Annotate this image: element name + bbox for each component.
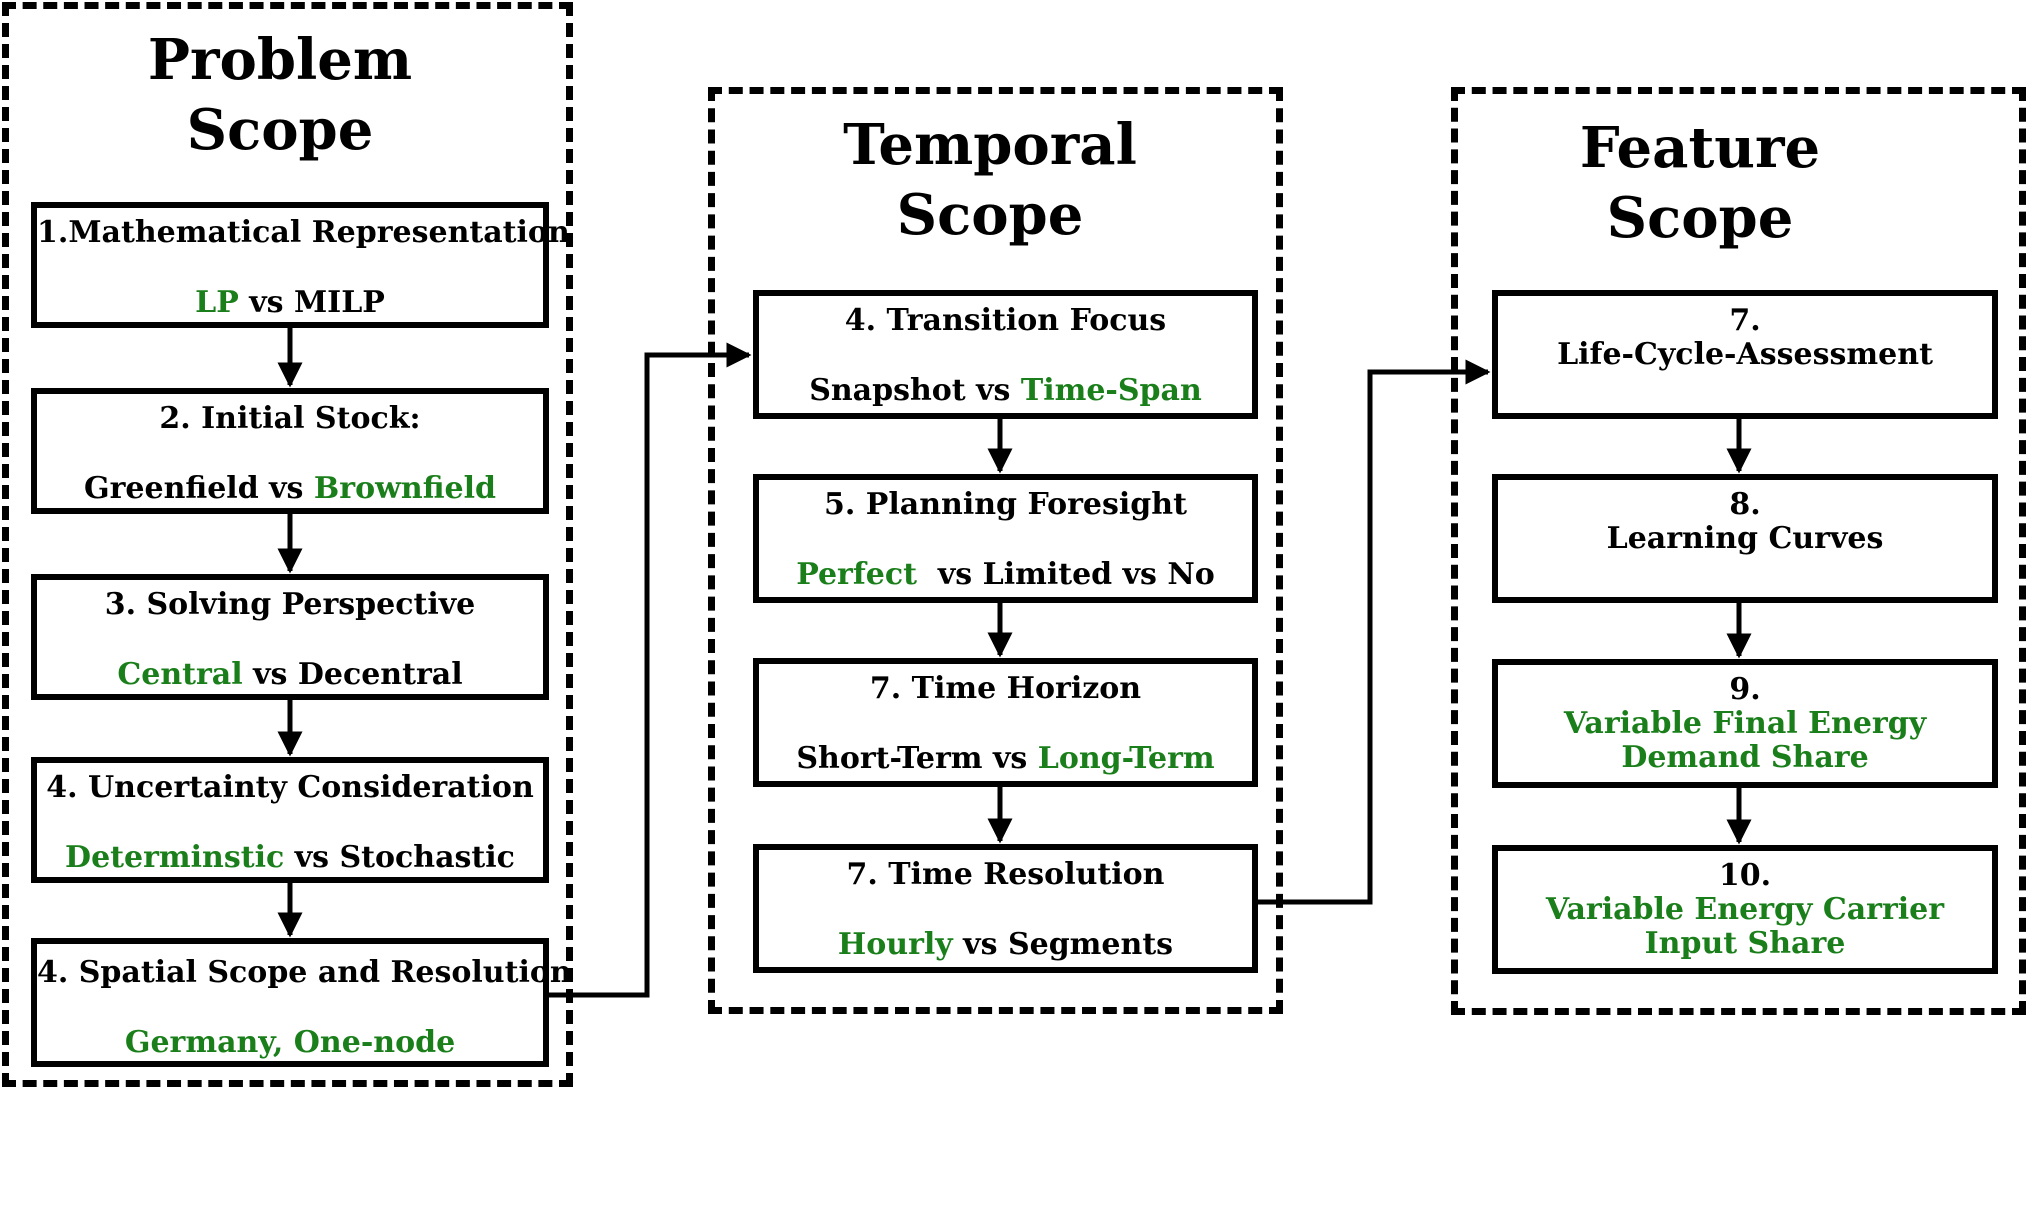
other-option: vs Stochastic <box>284 840 515 875</box>
temporal-scope-title: Temporal Scope <box>843 112 1137 248</box>
temporal-scope-group <box>708 87 1283 1014</box>
box-heading: 3. Solving Perspective <box>104 587 476 622</box>
box-heading: 1.Mathematical Representation <box>37 215 570 250</box>
box-heading-line1: Variable Energy Carrier <box>1545 892 1945 927</box>
highlight-option: Perfect <box>796 557 917 592</box>
problem-box-3: 3. Solving Perspective Central vs Decent… <box>31 574 549 700</box>
problem-box-1: 1.Mathematical Representation LP vs MILP <box>31 202 570 328</box>
other-option: vs Limited vs No <box>916 557 1215 592</box>
feature-scope-group <box>1451 87 2026 1015</box>
highlight-option: Time-Span <box>1020 373 1202 408</box>
highlight-option: Brownfield <box>313 471 496 506</box>
highlight-option: Central <box>117 657 243 692</box>
other-option: vs Segments <box>952 927 1174 962</box>
highlight-option: Long-Term <box>1037 741 1215 776</box>
other-option: Snapshot vs <box>809 373 1021 408</box>
feature-scope-title: Feature Scope <box>1579 115 1821 251</box>
box-options: LP vs MILP <box>37 286 543 320</box>
temporal-box-2: 5. Planning Foresight Perfect vs Limited… <box>753 474 1258 603</box>
box-heading: 4. Uncertainty Consideration <box>46 770 534 805</box>
other-option: Short-Term vs <box>796 741 1038 776</box>
box-heading: 2. Initial Stock: <box>159 401 421 436</box>
highlight-option: Hourly <box>837 927 953 962</box>
feature-box-3: 9. Variable Final Energy Demand Share <box>1492 659 1998 788</box>
arrow-temporal-to-feature <box>1258 359 1491 905</box>
box-heading-line1: Variable Final Energy <box>1563 706 1927 741</box>
problem-scope-title: Problem Scope <box>147 27 413 163</box>
feature-box-4: 10. Variable Energy Carrier Input Share <box>1492 845 1998 974</box>
box-heading: 4. Spatial Scope and Resolution <box>37 955 572 990</box>
box-heading: 4. Transition Focus <box>844 303 1167 338</box>
box-heading: 5. Planning Foresight <box>824 487 1187 522</box>
box-options: Greenfield vs Brownfield <box>37 472 543 506</box>
box-options: Short-Term vs Long-Term <box>759 742 1252 776</box>
arrow-problem-to-temporal <box>549 342 752 998</box>
box-heading: 7. Time Resolution <box>846 857 1165 892</box>
temporal-box-1: 4. Transition Focus Snapshot vs Time-Spa… <box>753 290 1258 419</box>
problem-scope-group <box>2 2 573 1087</box>
feature-box-1: 7. Life-Cycle-Assessment <box>1492 290 1998 419</box>
problem-box-5: 4. Spatial Scope and Resolution Germany,… <box>31 938 572 1067</box>
other-option: Greenfield vs <box>84 471 314 506</box>
box-options: Germany, One-node <box>124 1025 456 1060</box>
box-heading: Life-Cycle-Assessment <box>1557 337 1933 372</box>
box-options: Perfect vs Limited vs No <box>759 558 1252 592</box>
box-heading-line2: Input Share <box>1644 926 1846 961</box>
other-option: vs Decentral <box>242 657 463 692</box>
box-heading-line2: Demand Share <box>1621 740 1869 775</box>
box-options: Snapshot vs Time-Span <box>759 374 1252 408</box>
temporal-box-3: 7. Time Horizon Short-Term vs Long-Term <box>753 658 1258 787</box>
temporal-box-4: 7. Time Resolution Hourly vs Segments <box>753 844 1258 973</box>
highlight-option: Determinstic <box>65 840 285 875</box>
problem-box-2: 2. Initial Stock: Greenfield vs Brownfie… <box>31 388 549 514</box>
box-number: 8. <box>1729 487 1761 522</box>
box-number: 7. <box>1729 303 1761 338</box>
box-heading: 7. Time Horizon <box>869 671 1142 706</box>
box-number: 10. <box>1718 858 1772 893</box>
box-options: Central vs Decentral <box>37 658 543 692</box>
box-options: Hourly vs Segments <box>759 928 1252 962</box>
other-option: vs MILP <box>238 285 385 320</box>
box-number: 9. <box>1729 672 1761 707</box>
box-heading: Learning Curves <box>1606 521 1884 556</box>
problem-box-4: 4. Uncertainty Consideration Determinsti… <box>31 757 549 883</box>
feature-box-2: 8. Learning Curves <box>1492 474 1998 603</box>
highlight-option: LP <box>195 285 239 320</box>
box-options: Determinstic vs Stochastic <box>37 841 543 875</box>
